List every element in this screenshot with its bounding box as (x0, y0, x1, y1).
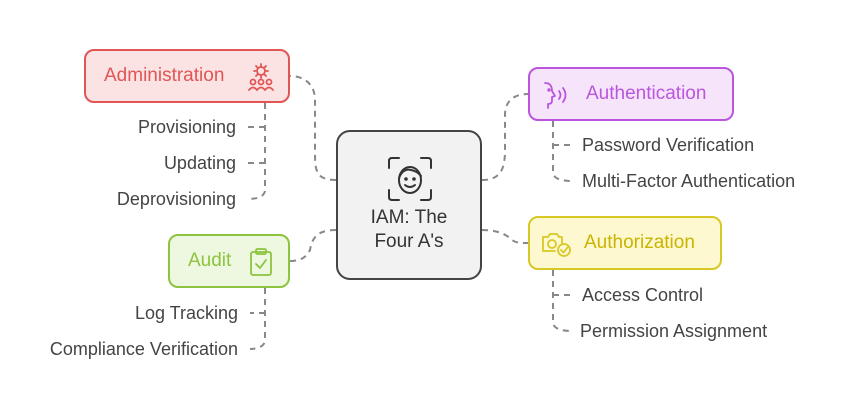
authz-item-access-control: Access Control (582, 285, 704, 305)
center-title-line-2: Four A's (374, 231, 444, 252)
connector-authorization (481, 229, 529, 244)
auth-item-password-verification: Password Verification (582, 135, 755, 155)
connector-authentication (481, 93, 529, 181)
authz-spine (552, 270, 573, 332)
administration-node: Administration (84, 49, 290, 103)
gear-people-icon (248, 63, 274, 91)
admin-item-provisioning: Provisioning (137, 117, 236, 137)
administration-label: Administration (104, 65, 225, 86)
center-node: IAM: The Four A's (336, 130, 482, 280)
camera-check-icon (542, 233, 571, 257)
voice-profile-icon (544, 82, 567, 109)
center-title-line-1: IAM: The (370, 207, 448, 228)
connector-audit (289, 229, 337, 262)
admin-item-updating: Updating (163, 153, 236, 173)
admin-item-deprovisioning: Deprovisioning (116, 189, 236, 209)
face-scan-icon (388, 157, 432, 201)
audit-item-compliance: Compliance Verification (49, 339, 238, 359)
authorization-node: Authorization (528, 216, 722, 270)
auth-spine (552, 121, 573, 182)
authz-item-permission-assignment: Permission Assignment (580, 321, 768, 341)
auth-item-multi-factor: Multi-Factor Authentication (582, 171, 796, 191)
connector-admin (289, 75, 337, 181)
center-title: IAM: The Four A's (371, 206, 448, 254)
audit-spine (249, 288, 266, 350)
clipboard-check-icon (250, 248, 272, 276)
admin-spine (247, 103, 266, 200)
audit-node: Audit (168, 234, 290, 288)
authorization-label: Authorization (584, 232, 695, 253)
authentication-node: Authentication (528, 67, 734, 121)
audit-label: Audit (188, 250, 232, 271)
authentication-label: Authentication (586, 83, 707, 104)
audit-item-log-tracking: Log Tracking (134, 303, 238, 323)
